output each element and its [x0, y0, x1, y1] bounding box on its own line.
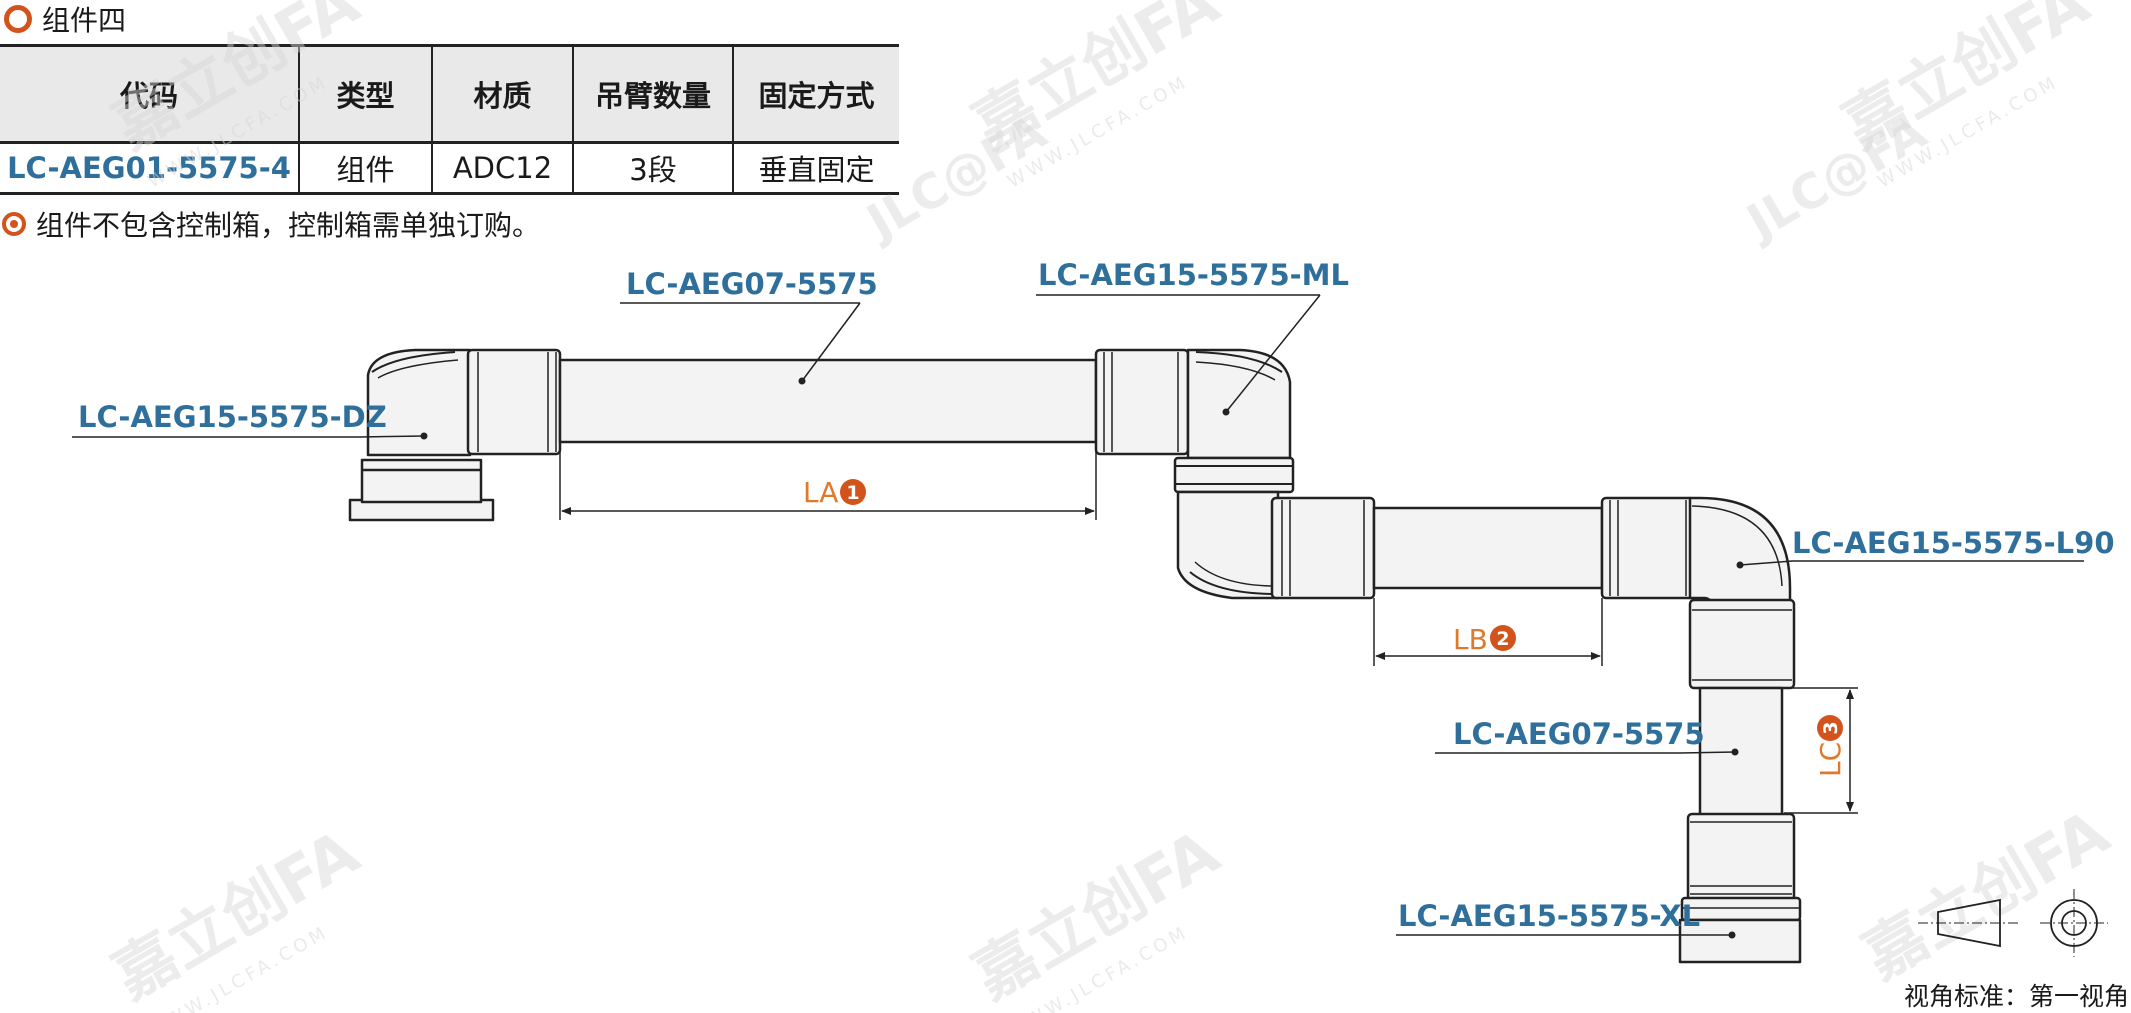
dimension-lc-badge: 3 — [1820, 721, 1842, 734]
cell-arm-count: 3段 — [572, 142, 733, 195]
watermark-brand: 嘉立创FA — [1851, 795, 2121, 993]
spec-table: 代码 类型 材质 吊臂数量 固定方式 LC-AEG01-5575-4 组件 AD… — [0, 44, 899, 195]
label-base-joint: LC-AEG15-5575-DZ — [78, 400, 387, 434]
right-elbow-part — [1600, 496, 1796, 690]
label-right-elbow: LC-AEG15-5575-L90 — [1792, 526, 2115, 560]
cell-type: 组件 — [298, 142, 432, 195]
section-header: 组件四 — [4, 0, 126, 38]
dimension-la: LA 1 — [559, 444, 1097, 520]
label-bottom-joint: LC-AEG15-5575-XL — [1398, 899, 1700, 933]
dimension-lb: LB 2 — [1373, 598, 1603, 666]
label-vertical-tube: LC-AEG07-5575 — [1453, 717, 1705, 751]
table-header-row: 代码 类型 材质 吊臂数量 固定方式 — [0, 44, 899, 144]
view-standard-text: 视角标准：第一视角 — [1903, 982, 2129, 1011]
cell-material: ADC12 — [431, 142, 573, 195]
target-bullet-icon — [2, 212, 26, 236]
cell-code: LC-AEG01-5575-4 — [0, 142, 299, 195]
table-row: LC-AEG01-5575-4 组件 ADC12 3段 垂直固定 — [0, 142, 899, 195]
dimension-lc: LC 3 — [1784, 687, 1858, 814]
note-text: 组件不包含控制箱，控制箱需单独订购。 — [36, 209, 541, 242]
first-angle-projection-icon — [1918, 889, 2108, 957]
top-tube-part — [558, 358, 1098, 444]
label-top-tube: LC-AEG07-5575 — [626, 267, 878, 301]
cell-fixing-method: 垂直固定 — [732, 142, 899, 195]
section-title: 组件四 — [42, 4, 127, 37]
bottom-joint-part — [1678, 812, 1802, 964]
header-type: 类型 — [298, 44, 432, 144]
dimension-lc-text: LC — [1814, 742, 1847, 777]
header-code: 代码 — [0, 44, 299, 144]
dimension-lb-text: LB — [1453, 623, 1488, 656]
middle-tube-part — [1372, 506, 1604, 590]
note: 组件不包含控制箱，控制箱需单独订购。 — [2, 204, 540, 244]
circle-bullet-icon — [4, 5, 32, 33]
header-fixing-method: 固定方式 — [732, 44, 899, 144]
dimension-la-text: LA — [803, 476, 838, 509]
header-material: 材质 — [431, 44, 573, 144]
dimension-lb-badge: 2 — [1496, 628, 1509, 650]
label-top-elbow: LC-AEG15-5575-ML — [1038, 258, 1349, 292]
base-joint-part — [348, 348, 562, 522]
header-arm-count: 吊臂数量 — [572, 44, 733, 144]
top-elbow-part — [1094, 348, 1376, 600]
dimension-la-badge: 1 — [846, 482, 859, 504]
